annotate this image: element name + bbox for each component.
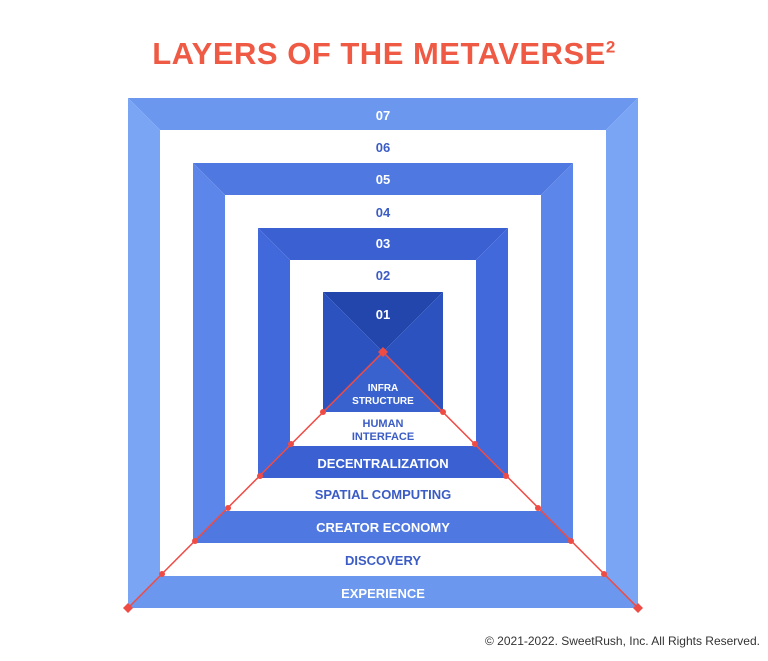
layer-07-frame (128, 98, 638, 608)
layer-02-name-line2: INTERFACE (352, 431, 414, 443)
layer-01-pyramid (323, 292, 443, 412)
layer-04-name: SPATIAL COMPUTING (315, 487, 452, 502)
layer-02-number: 02 (376, 268, 390, 283)
layer-03-name: DECENTRALIZATION (317, 456, 448, 471)
layer-numbers: 07 06 05 04 03 02 01 (376, 108, 391, 322)
layer-06-name: DISCOVERY (345, 553, 421, 568)
cone-markers (123, 347, 643, 613)
layer-names: INFRA STRUCTURE HUMAN INTERFACE DECENTRA… (315, 383, 452, 601)
layer-07-name: EXPERIENCE (341, 586, 425, 601)
layer-01-name-line1: INFRA (368, 383, 399, 394)
layer-02-name-line1: HUMAN (363, 418, 404, 430)
layer-05-number: 05 (376, 172, 390, 187)
cone-lines (127, 351, 639, 609)
layer-01-name-line2: STRUCTURE (352, 396, 414, 407)
layer-03-number: 03 (376, 236, 390, 251)
layer-05-name: CREATOR ECONOMY (316, 520, 450, 535)
layer-03-frame (258, 228, 508, 478)
layer-04-number: 04 (376, 205, 391, 220)
layer-07-number: 07 (376, 108, 390, 123)
layer-01-number: 01 (376, 307, 390, 322)
copyright-notice: © 2021-2022. SweetRush, Inc. All Rights … (485, 634, 760, 648)
layer-05-frame (193, 163, 573, 543)
layer-06-number: 06 (376, 140, 390, 155)
page-title: LAYERS OF THE METAVERSE2 (152, 36, 616, 71)
